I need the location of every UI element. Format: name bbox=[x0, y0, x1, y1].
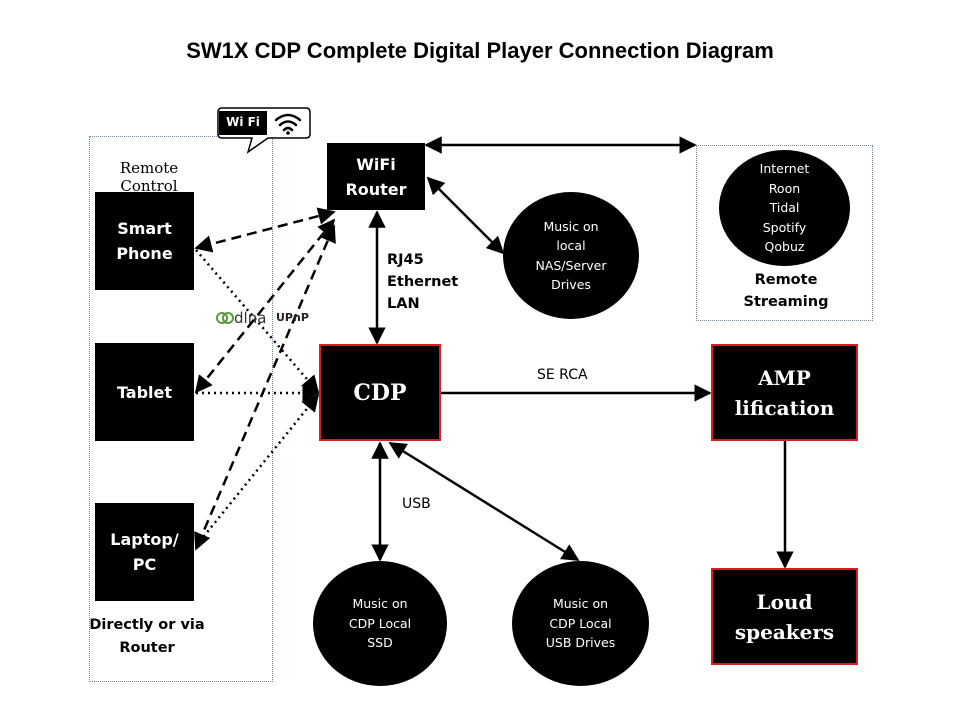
laptop-pc-label: Laptop/ PC bbox=[110, 530, 179, 574]
page-title: SW1X CDP Complete Digital Player Connect… bbox=[186, 38, 774, 63]
laptop-pc-box: Laptop/ PC bbox=[95, 503, 194, 601]
router-nas-arrow bbox=[426, 176, 505, 255]
wifi-signal-icon bbox=[274, 113, 302, 132]
streaming-panel bbox=[696, 145, 873, 321]
tablet-box: Tablet bbox=[95, 343, 194, 441]
streaming-caption: Remote Streaming bbox=[743, 272, 829, 310]
wifi-router-box: WiFi Router bbox=[327, 143, 425, 210]
loudspeakers-label: Loud speakers bbox=[734, 589, 835, 644]
cdp-usb-drives-circle: Music on CDP Local USB Drives bbox=[512, 561, 649, 686]
cdp-label: CDP bbox=[353, 379, 407, 406]
usb-label: USB bbox=[402, 496, 431, 512]
cdp-usb-drives-arrow bbox=[388, 441, 580, 562]
nas-drives-label: Music on local NAS/Server Drives bbox=[535, 218, 607, 293]
wifi-badge-text: Wi Fi bbox=[226, 115, 260, 129]
tablet-label: Tablet bbox=[116, 382, 173, 402]
wifi-link-laptop bbox=[194, 224, 336, 551]
cdp-ssd-circle: Music on CDP Local SSD bbox=[313, 561, 447, 686]
se-rca-label: SE RCA bbox=[537, 367, 588, 383]
amplification-box: AMP lification bbox=[711, 344, 858, 441]
cdp-usb-drives-label: Music on CDP Local USB Drives bbox=[545, 596, 616, 651]
upnp-label: UPnP bbox=[276, 311, 309, 324]
wifi-link-phone bbox=[194, 207, 336, 253]
wifi-badge-label-bg bbox=[219, 111, 267, 135]
cdp-ssd-label: Music on CDP Local SSD bbox=[348, 596, 412, 651]
cdp-box: CDP bbox=[319, 344, 441, 441]
ethernet-label: RJ45 Ethernet LAN bbox=[387, 252, 459, 312]
loudspeakers-box: Loud speakers bbox=[711, 568, 858, 665]
streaming-services-label: Internet Roon Tidal Spotify Qobuz bbox=[759, 161, 810, 255]
streaming-services-circle: Internet Roon Tidal Spotify Qobuz bbox=[719, 150, 850, 266]
dlna-label: dlna bbox=[234, 309, 267, 327]
wifi-router-label: WiFi Router bbox=[345, 154, 407, 199]
dlna-link-laptop bbox=[195, 393, 320, 547]
remote-panel-footer: Directly or via Router bbox=[89, 617, 205, 656]
nas-drives-circle: Music on local NAS/Server Drives bbox=[503, 192, 639, 319]
smart-phone-label: Smart Phone bbox=[116, 219, 173, 263]
wifi-link-tablet bbox=[194, 218, 336, 394]
amplification-label: AMP lification bbox=[734, 365, 835, 420]
dlna-link-phone bbox=[195, 249, 320, 394]
dlna-icon bbox=[216, 312, 234, 324]
smart-phone-box: Smart Phone bbox=[95, 192, 194, 290]
remote-control-heading: Remote Control bbox=[119, 159, 179, 195]
